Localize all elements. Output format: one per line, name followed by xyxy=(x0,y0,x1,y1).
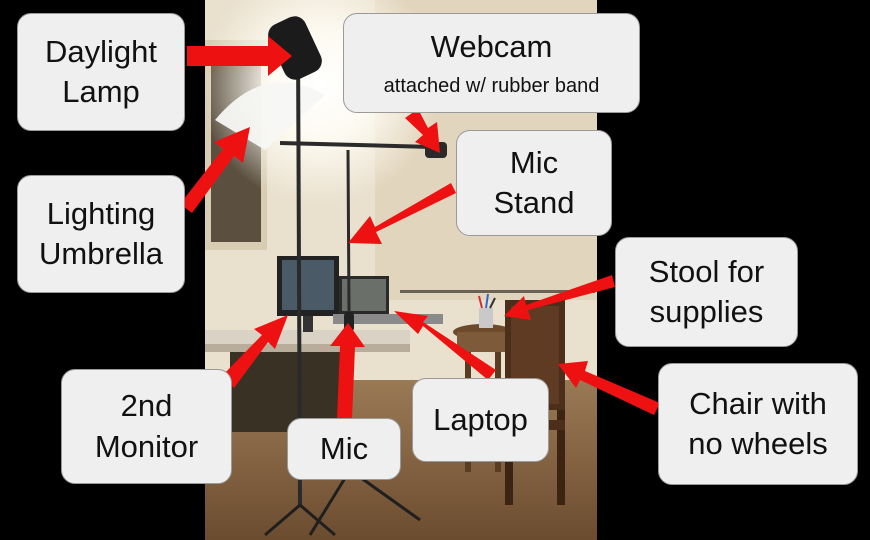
label-text: Lamp xyxy=(62,74,140,109)
label-text: Umbrella xyxy=(38,236,164,271)
label-daylight-lamp: Daylight Lamp xyxy=(17,13,185,131)
label-text: Stand xyxy=(493,185,575,220)
label-chair: Chair with no wheels xyxy=(658,363,858,485)
label-mic-stand: Mic Stand xyxy=(456,130,612,236)
label-second-monitor: 2nd Monitor xyxy=(61,369,232,484)
label-title: Webcam xyxy=(430,29,553,65)
label-lighting-umbrella: Lighting Umbrella xyxy=(17,175,185,293)
label-text: Mic xyxy=(509,144,559,180)
label-laptop: Laptop xyxy=(412,378,549,462)
label-text: 2nd xyxy=(120,388,173,424)
label-text: Monitor xyxy=(94,428,199,464)
label-text: Daylight xyxy=(45,33,157,69)
label-text: Stool for xyxy=(648,253,765,289)
label-webcam: Webcam attached w/ rubber band xyxy=(343,13,640,113)
label-stool: Stool for supplies xyxy=(615,237,798,347)
label-text: no wheels xyxy=(688,426,828,461)
label-subtitle: attached w/ rubber band xyxy=(383,74,600,97)
label-text: Mic xyxy=(319,430,369,466)
label-text: Lighting xyxy=(46,195,156,231)
label-text: supplies xyxy=(649,294,764,329)
label-text: Chair with xyxy=(689,385,827,421)
label-text: Laptop xyxy=(433,401,528,437)
label-mic: Mic xyxy=(287,418,401,480)
